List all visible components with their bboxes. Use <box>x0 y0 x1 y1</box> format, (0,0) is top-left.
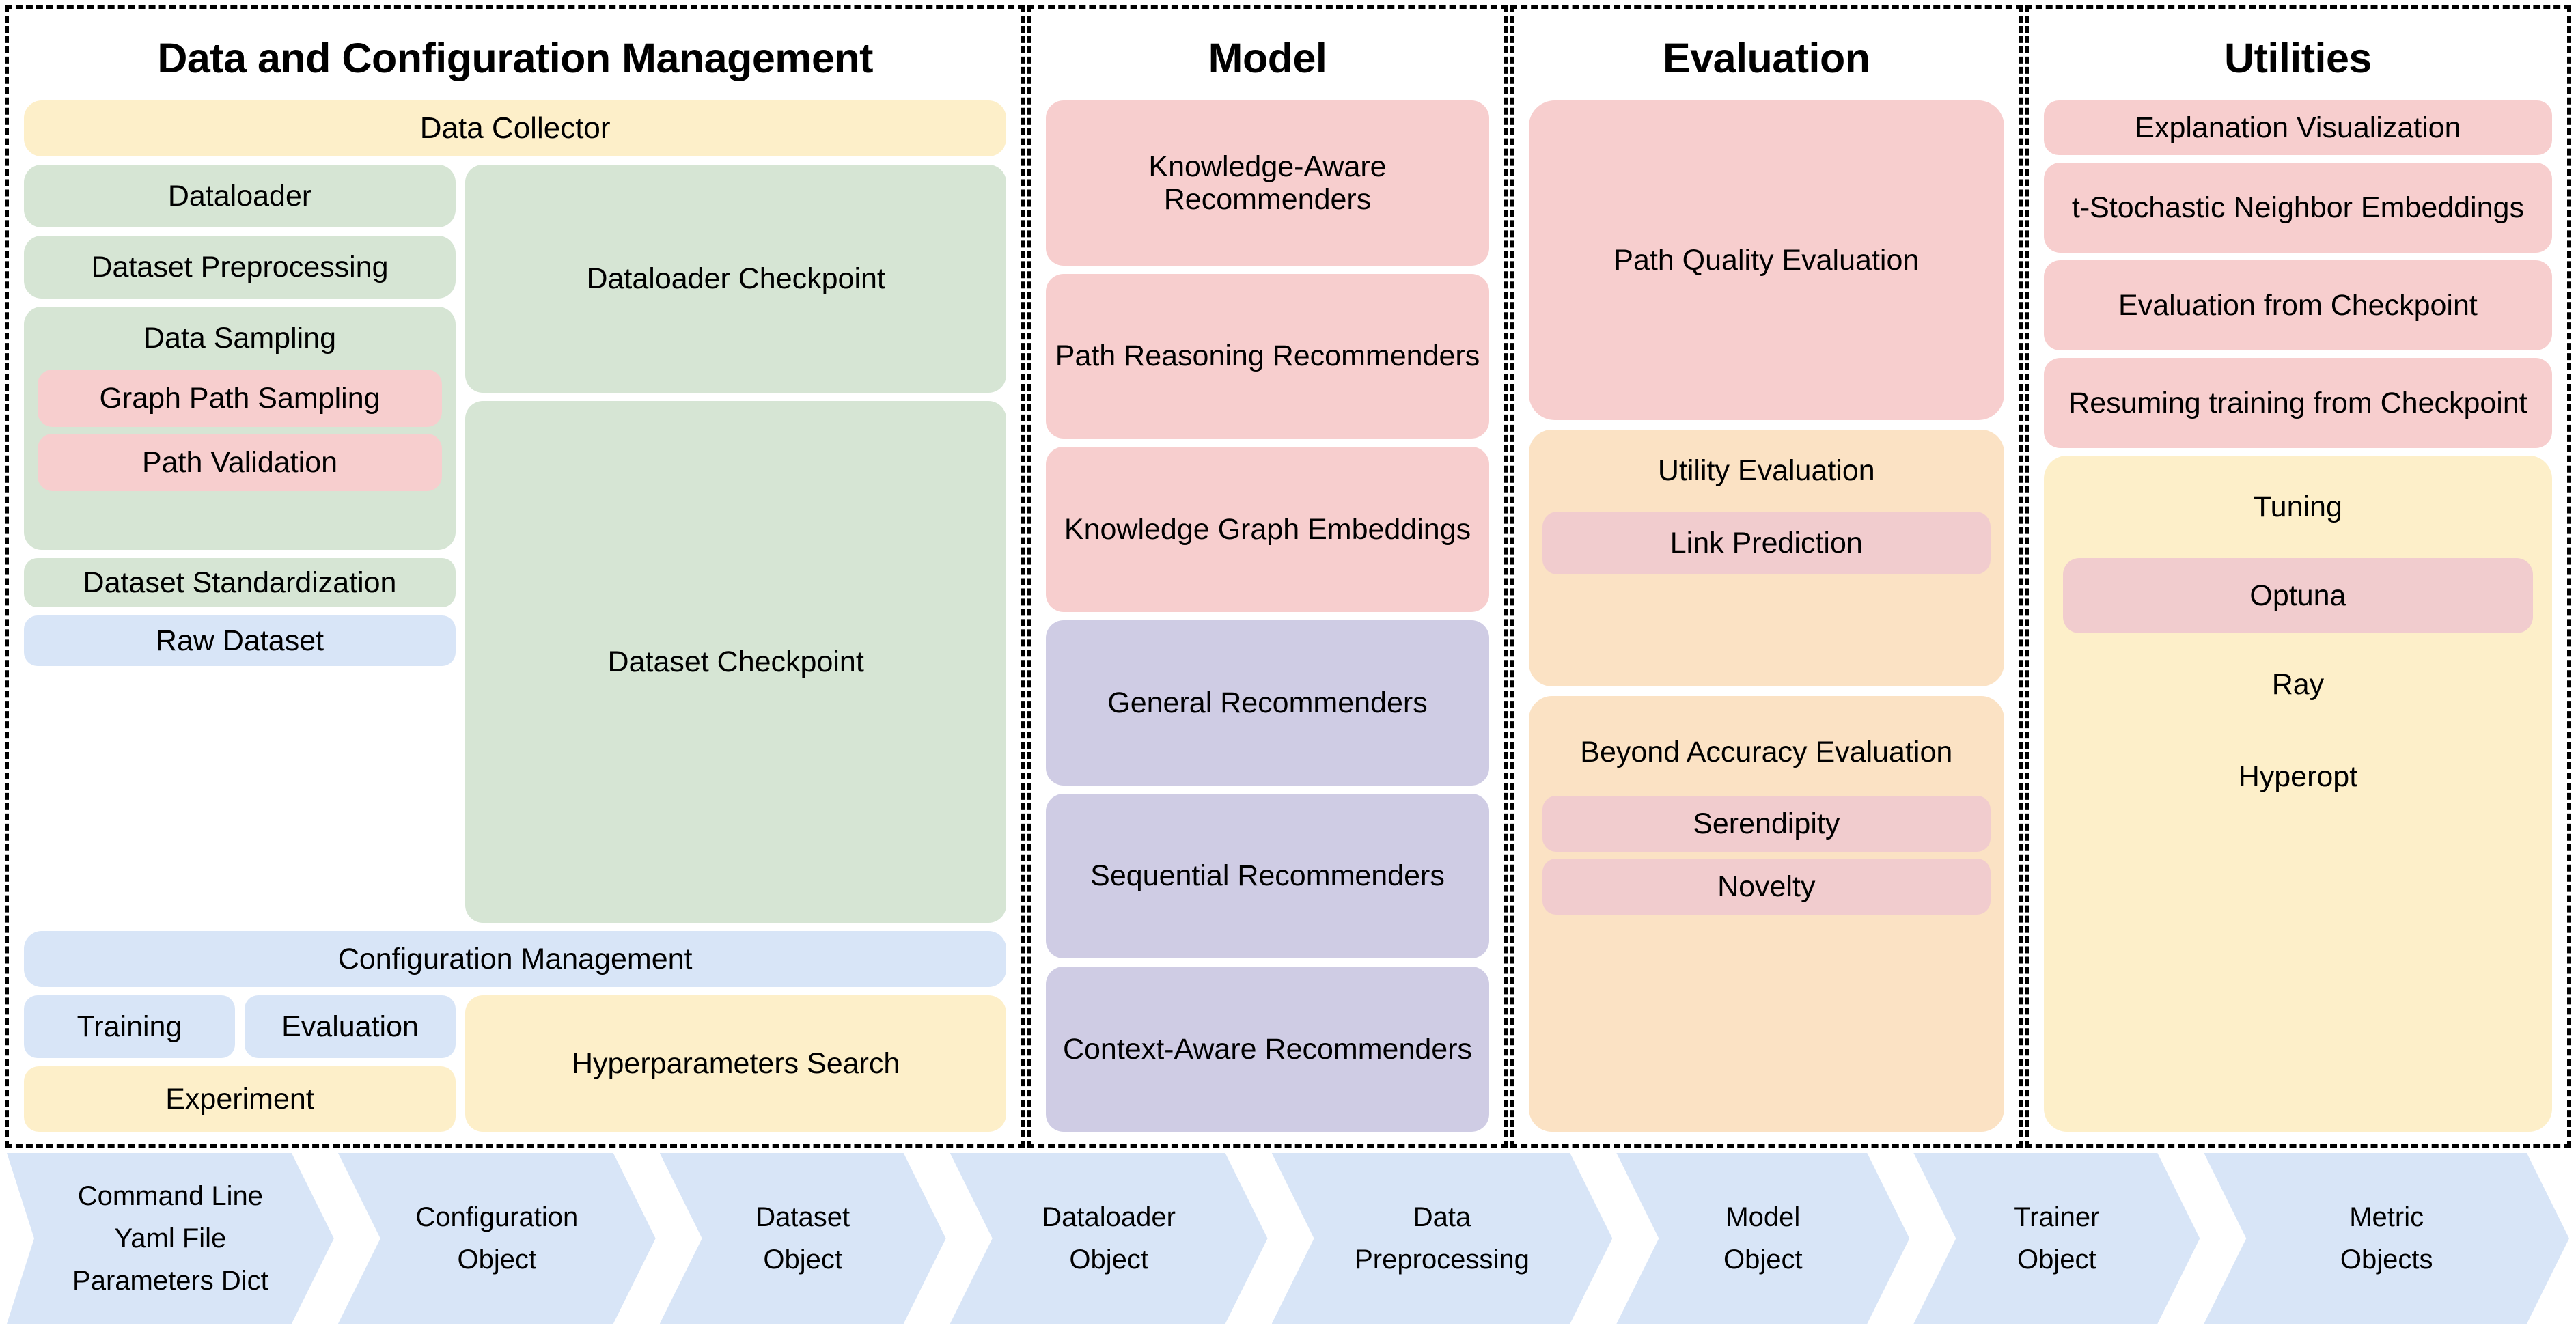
node-dataset-standardization[interactable]: Dataset Standardization <box>24 558 456 608</box>
data-config-bottom-row: Training Evaluation Experiment Hyperpara… <box>24 995 1007 1132</box>
panel-title-data-config: Data and Configuration Management <box>157 35 873 81</box>
group-tuning[interactable]: Tuning Optuna Ray Hyperopt <box>2043 456 2552 1132</box>
node-general-recommenders[interactable]: General Recommenders <box>1046 620 1489 786</box>
pipeline-step-line: Object <box>763 1245 843 1275</box>
pipeline-step-trainer-object[interactable]: Trainer Object <box>1913 1153 2200 1324</box>
group-beyond-accuracy-evaluation[interactable]: Beyond Accuracy Evaluation Serendipity N… <box>1528 696 2004 1132</box>
utilities-body: Explanation Visualization t-Stochastic N… <box>2043 100 2552 1132</box>
node-experiment[interactable]: Experiment <box>24 1066 456 1132</box>
panel-title-utilities: Utilities <box>2224 35 2372 81</box>
pipeline-step-line: Object <box>1723 1245 1803 1275</box>
panel-model: Model Knowledge-Aware Recommenders Path … <box>1027 5 1508 1148</box>
group-label-utility-evaluation: Utility Evaluation <box>1657 454 1875 487</box>
group-label-data-sampling: Data Sampling <box>143 321 337 355</box>
panel-title-model: Model <box>1208 35 1327 81</box>
node-evaluation-from-checkpoint[interactable]: Evaluation from Checkpoint <box>2043 260 2552 351</box>
node-dataloader[interactable]: Dataloader <box>24 165 456 228</box>
pipeline-step-configuration-object[interactable]: Configuration Object <box>338 1153 656 1324</box>
node-sequential-recommenders[interactable]: Sequential Recommenders <box>1046 793 1489 959</box>
data-config-body: Data Collector Dataloader Dataset Prepro… <box>24 100 1007 1132</box>
node-training[interactable]: Training <box>24 995 235 1058</box>
node-data-collector[interactable]: Data Collector <box>24 100 1007 157</box>
pipeline-step-dataloader-object[interactable]: Dataloader Object <box>950 1153 1268 1324</box>
node-dataset-checkpoint[interactable]: Dataset Checkpoint <box>465 401 1007 923</box>
pipeline-step-line: Trainer <box>2014 1202 2100 1232</box>
model-body: Knowledge-Aware Recommenders Path Reason… <box>1046 100 1489 1132</box>
node-context-aware-recommenders[interactable]: Context-Aware Recommenders <box>1046 967 1489 1132</box>
node-path-quality-evaluation[interactable]: Path Quality Evaluation <box>1528 100 2004 421</box>
pipeline-step-data-preprocessing[interactable]: Data Preprocessing <box>1272 1153 1613 1324</box>
pipeline-flow: Command Line Yaml File Parameters Dict C… <box>5 1153 2571 1324</box>
pipeline-step-line: Command Line <box>77 1181 264 1211</box>
pipeline-step-model-object[interactable]: Model Object <box>1616 1153 1909 1324</box>
pipeline-step-line: Preprocessing <box>1355 1245 1529 1275</box>
group-label-beyond-accuracy-evaluation: Beyond Accuracy Evaluation <box>1580 735 1953 768</box>
panel-data-and-configuration-management: Data and Configuration Management Data C… <box>5 5 1025 1148</box>
node-configuration-management[interactable]: Configuration Management <box>24 931 1007 987</box>
pipeline-step-command-line[interactable]: Command Line Yaml File Parameters Dict <box>7 1153 334 1324</box>
panel-utilities: Utilities Explanation Visualization t-St… <box>2025 5 2571 1148</box>
pipeline-step-line: Model <box>1726 1202 1801 1232</box>
data-config-bottom-left: Training Evaluation Experiment <box>24 995 456 1132</box>
node-path-validation[interactable]: Path Validation <box>38 434 442 492</box>
node-resuming-training-from-checkpoint[interactable]: Resuming training from Checkpoint <box>2043 358 2552 449</box>
pipeline-step-line: Dataloader <box>1042 1202 1176 1232</box>
group-children-utility-evaluation: Link Prediction <box>1529 512 2004 575</box>
pipeline-step-line: Yaml File <box>114 1223 227 1253</box>
pipeline-step-line: Object <box>1069 1245 1148 1275</box>
node-t-stochastic-neighbor-embeddings[interactable]: t-Stochastic Neighbor Embeddings <box>2043 163 2552 253</box>
evaluation-body: Path Quality Evaluation Utility Evaluati… <box>1528 100 2004 1132</box>
node-hyperparameters-search[interactable]: Hyperparameters Search <box>465 995 1007 1132</box>
pipeline-step-line: Object <box>457 1245 537 1275</box>
pipeline-step-line: Data <box>1413 1202 1471 1232</box>
node-serendipity[interactable]: Serendipity <box>1542 796 1991 852</box>
pipeline-step-dataset-object[interactable]: Dataset Object <box>660 1153 946 1324</box>
node-evaluation-config[interactable]: Evaluation <box>245 995 456 1058</box>
panel-evaluation: Evaluation Path Quality Evaluation Utili… <box>1510 5 2023 1148</box>
node-novelty[interactable]: Novelty <box>1542 859 1991 915</box>
node-hyperopt[interactable]: Hyperopt <box>2238 760 2358 793</box>
pipeline-step-metric-objects[interactable]: Metric Objects <box>2204 1153 2569 1324</box>
node-graph-path-sampling[interactable]: Graph Path Sampling <box>38 370 442 428</box>
node-path-reasoning-recommenders[interactable]: Path Reasoning Recommenders <box>1046 273 1489 439</box>
node-link-prediction[interactable]: Link Prediction <box>1542 512 1991 575</box>
group-children-beyond-accuracy: Serendipity Novelty <box>1529 796 2004 915</box>
node-ray[interactable]: Ray <box>2271 667 2325 701</box>
group-children-data-sampling: Graph Path Sampling Path Validation <box>24 370 456 492</box>
node-dataset-preprocessing[interactable]: Dataset Preprocessing <box>24 236 456 299</box>
pipeline-step-line: Metric <box>2349 1202 2424 1232</box>
pipeline-step-line: Dataset <box>756 1202 850 1232</box>
node-knowledge-graph-embeddings[interactable]: Knowledge Graph Embeddings <box>1046 447 1489 613</box>
pipeline-step-line: Objects <box>2340 1245 2433 1275</box>
group-children-tuning: Optuna Ray Hyperopt <box>2044 558 2552 818</box>
node-raw-dataset[interactable]: Raw Dataset <box>24 615 456 667</box>
pipeline-step-line: Object <box>2017 1245 2096 1275</box>
group-data-sampling[interactable]: Data Sampling Graph Path Sampling Path V… <box>24 307 456 551</box>
pipeline-step-line: Configuration <box>415 1202 579 1232</box>
panels-container: Data and Configuration Management Data C… <box>5 5 2571 1148</box>
data-config-main-row: Dataloader Dataset Preprocessing Data Sa… <box>24 165 1007 923</box>
node-optuna[interactable]: Optuna <box>2062 558 2533 634</box>
node-dataloader-checkpoint[interactable]: Dataloader Checkpoint <box>465 165 1007 393</box>
node-knowledge-aware-recommenders[interactable]: Knowledge-Aware Recommenders <box>1046 100 1489 266</box>
node-explanation-visualization[interactable]: Explanation Visualization <box>2043 100 2552 156</box>
training-evaluation-pair: Training Evaluation <box>24 995 456 1058</box>
data-config-left-stack: Dataloader Dataset Preprocessing Data Sa… <box>24 165 456 923</box>
group-label-tuning: Tuning <box>2253 490 2342 523</box>
pipeline-step-line: Parameters Dict <box>72 1266 268 1296</box>
data-config-right-stack: Dataloader Checkpoint Dataset Checkpoint <box>465 165 1007 923</box>
group-utility-evaluation[interactable]: Utility Evaluation Link Prediction <box>1528 430 2004 687</box>
data-config-bottom-right: Hyperparameters Search <box>465 995 1007 1132</box>
panel-title-evaluation: Evaluation <box>1663 35 1870 81</box>
